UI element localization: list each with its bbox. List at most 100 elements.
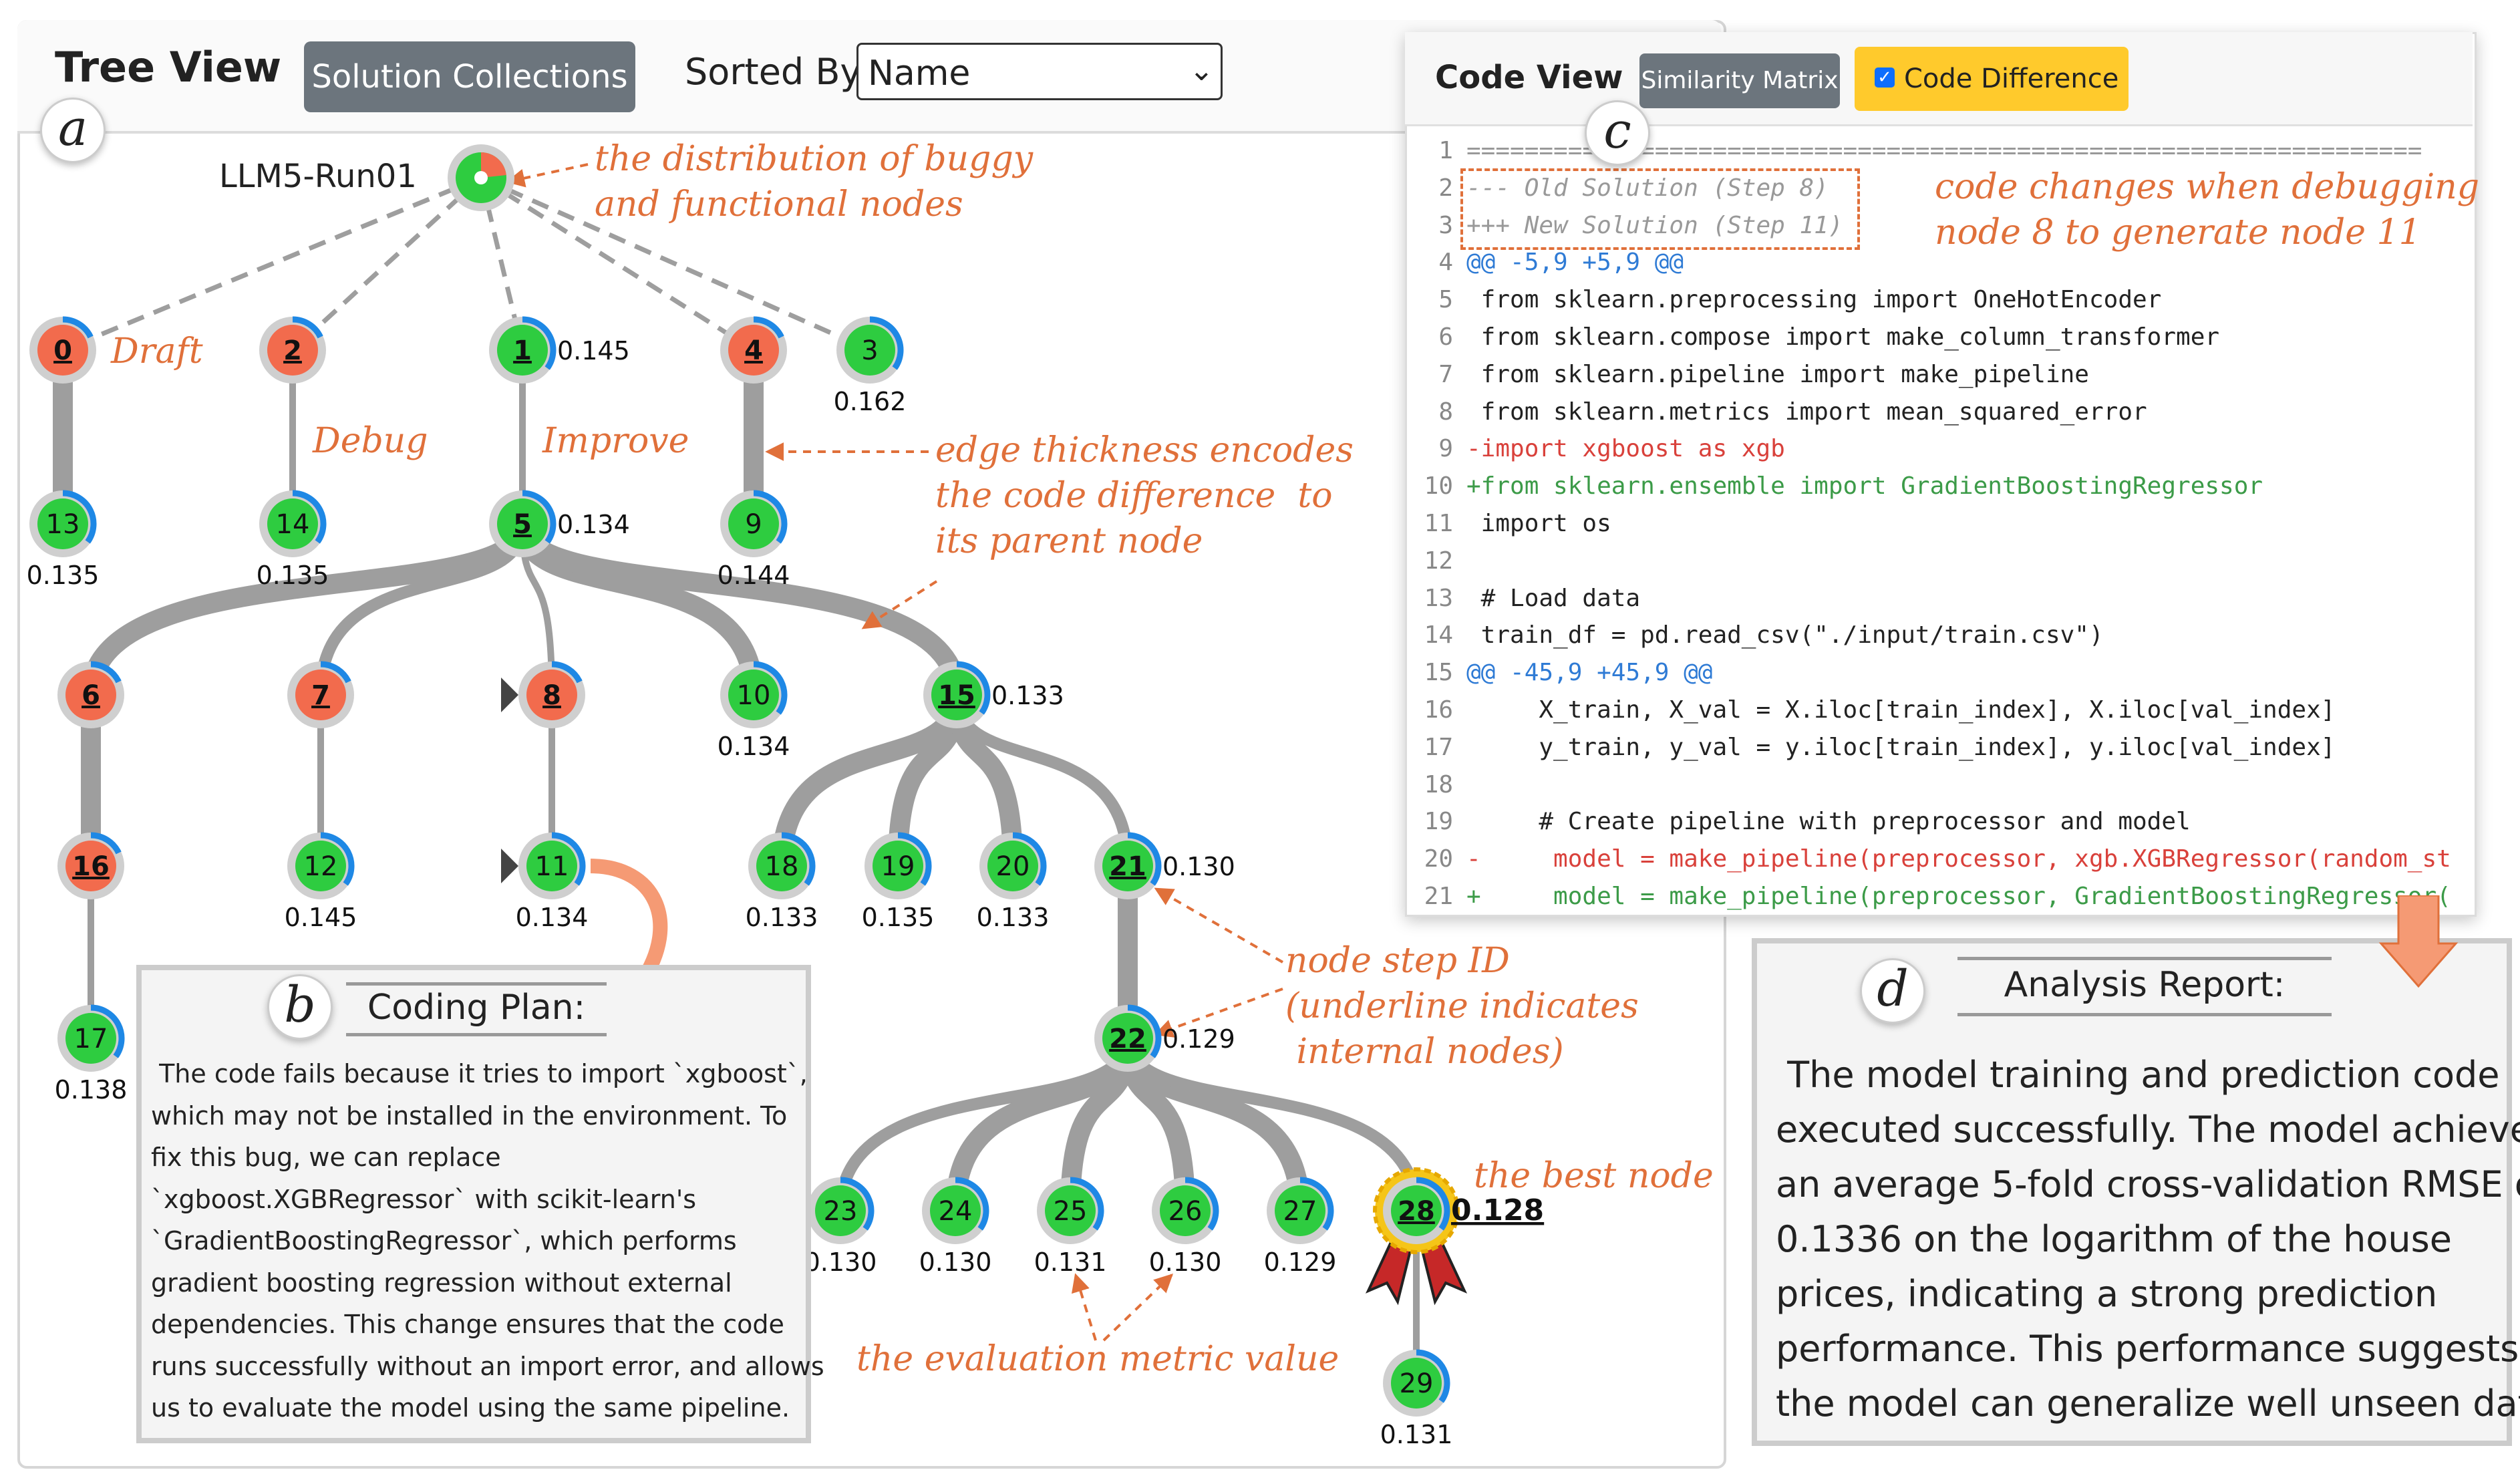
analysis-report-box bbox=[1752, 938, 2512, 1446]
coding-plan-bottom-rule bbox=[346, 1033, 607, 1036]
tree-node-8[interactable]: 8 bbox=[518, 661, 585, 728]
annotation-metric-value: the evaluation metric value bbox=[856, 1339, 1340, 1379]
code-line: 15@@ -45,9 +45,9 @@ bbox=[1420, 654, 1713, 692]
tree-node-28[interactable]: 28 bbox=[1365, 1167, 1468, 1306]
coding-plan-line: runs successfully without an import erro… bbox=[151, 1351, 824, 1381]
code-line: 16 X_train, X_val = X.iloc[train_index],… bbox=[1420, 692, 2336, 729]
tree-node-2[interactable]: 2 bbox=[259, 316, 326, 384]
coding-plan-title: Coding Plan: bbox=[367, 988, 586, 1028]
node-metric-value: 0.129 bbox=[1264, 1247, 1337, 1277]
node-step-id: 21 bbox=[1109, 851, 1146, 882]
code-text: @@ -45,9 +45,9 @@ bbox=[1466, 659, 1713, 687]
tree-node-6[interactable]: 6 bbox=[57, 661, 124, 728]
annotation-draft: Draft bbox=[111, 331, 203, 372]
tree-node-21[interactable]: 21 bbox=[1094, 832, 1162, 899]
analysis-report-line: executed successfully. The model achieve… bbox=[1776, 1109, 2520, 1151]
tree-node-24[interactable]: 24 bbox=[922, 1177, 989, 1244]
node-step-id: 15 bbox=[938, 680, 975, 711]
tree-node-16[interactable]: 16 bbox=[57, 832, 124, 899]
edge-15-18 bbox=[772, 694, 967, 867]
solution-collections-button[interactable]: Solution Collections bbox=[304, 41, 635, 112]
code-text: @@ -5,9 +5,9 @@ bbox=[1466, 249, 1684, 277]
code-line: 21+ model = make_pipeline(preprocessor, … bbox=[1420, 878, 2451, 915]
annotation-arrow bbox=[1102, 1274, 1174, 1342]
sort-select[interactable]: Name bbox=[856, 43, 1223, 100]
tree-node-15[interactable]: 15 bbox=[923, 661, 991, 728]
code-text: + model = make_pipeline(preprocessor, Gr… bbox=[1466, 883, 2451, 910]
edge-5-6 bbox=[81, 522, 532, 696]
node-step-id: 6 bbox=[82, 680, 100, 711]
code-text: +++ New Solution (Step 11) bbox=[1466, 211, 1843, 239]
tree-node-20[interactable]: 20 bbox=[979, 832, 1047, 899]
node-step-id: 28 bbox=[1398, 1196, 1435, 1227]
annotation-arrow bbox=[1154, 887, 1284, 964]
tree-node-9[interactable]: 9 bbox=[720, 490, 788, 557]
tree-node-27[interactable]: 27 bbox=[1267, 1177, 1334, 1244]
tree-node-23[interactable]: 23 bbox=[807, 1177, 875, 1244]
node-metric-value: 0.135 bbox=[27, 561, 100, 590]
annotation-arrow bbox=[1154, 988, 1283, 1038]
node-step-id: 20 bbox=[996, 851, 1030, 882]
tree-node-22[interactable]: 22 bbox=[1094, 1004, 1162, 1072]
tree-node-26[interactable]: 26 bbox=[1152, 1177, 1219, 1244]
code-line: 17 y_train, y_val = y.iloc[train_index],… bbox=[1420, 729, 2336, 766]
tree-node-10[interactable]: 10 bbox=[720, 661, 788, 728]
code-difference-label: Code Difference bbox=[1904, 63, 2119, 94]
analysis-report-line: the model can generalize well unseen dat… bbox=[1776, 1382, 2520, 1425]
tree-node-1[interactable]: 1 bbox=[489, 316, 557, 384]
code-line: 4@@ -5,9 +5,9 @@ bbox=[1420, 244, 1684, 281]
tree-node-7[interactable]: 7 bbox=[287, 661, 354, 728]
node-step-id: 27 bbox=[1283, 1196, 1317, 1227]
line-number: 9 bbox=[1438, 435, 1453, 463]
tree-node-13[interactable]: 13 bbox=[29, 490, 97, 557]
chevron-down-icon[interactable]: ⌄ bbox=[1189, 53, 1214, 88]
code-text: # Create pipeline with preprocessor and … bbox=[1466, 808, 2191, 836]
tree-node-17[interactable]: 17 bbox=[57, 1004, 125, 1072]
similarity-matrix-button[interactable]: Similarity Matrix bbox=[1639, 53, 1840, 108]
node-metric-value: 0.130 bbox=[1162, 852, 1235, 881]
coding-plan-line: `xgboost.XGBRegressor` with scikit-learn… bbox=[151, 1184, 697, 1214]
annotation-edge-thickness: edge thickness encodes the code differen… bbox=[935, 430, 1354, 561]
checkbox-checked-icon[interactable]: ✓ bbox=[1875, 67, 1895, 88]
tree-node-3[interactable]: 3 bbox=[836, 316, 904, 384]
tree-node-14[interactable]: 14 bbox=[259, 490, 327, 557]
coding-plan-line: `GradientBoostingRegressor`, which perfo… bbox=[151, 1226, 737, 1256]
tree-node-4[interactable]: 4 bbox=[720, 316, 787, 384]
edge-5-15 bbox=[512, 522, 967, 696]
code-text: from sklearn.metrics import mean_squared… bbox=[1466, 398, 2147, 426]
code-line: 13 # Load data bbox=[1420, 580, 1640, 617]
edge-root-2 bbox=[291, 176, 483, 352]
panel-letter-d: d bbox=[1860, 958, 1925, 1024]
node-step-id: 8 bbox=[542, 680, 561, 711]
tree-node-29[interactable]: 29 bbox=[1383, 1349, 1450, 1417]
tree-node-5[interactable]: 5 bbox=[489, 490, 557, 557]
analysis-report-line: The model training and prediction code bbox=[1776, 1054, 2500, 1096]
tree-node-25[interactable]: 25 bbox=[1037, 1177, 1104, 1244]
tree-node-19[interactable]: 19 bbox=[864, 832, 932, 899]
edge-15-21 bbox=[951, 694, 1134, 867]
node-metric-value: 0.128 bbox=[1451, 1193, 1544, 1227]
coding-plan-line: fix this bug, we can replace bbox=[151, 1143, 501, 1172]
edge-22-27 bbox=[1118, 1038, 1310, 1211]
tree-node-12[interactable]: 12 bbox=[287, 832, 355, 899]
tree-node-11[interactable]: 11 bbox=[518, 832, 586, 899]
edge-root-0 bbox=[61, 175, 482, 353]
root-node[interactable] bbox=[448, 144, 514, 211]
node-metric-value: 0.162 bbox=[834, 387, 907, 416]
code-line: 2--- Old Solution (Step 8) bbox=[1420, 170, 1829, 207]
node-metric-value: 0.130 bbox=[1149, 1247, 1222, 1277]
edge-root-4 bbox=[480, 176, 755, 352]
node-metric-value: 0.138 bbox=[55, 1075, 128, 1105]
analysis-report-line: performance. This performance suggests bbox=[1776, 1328, 2519, 1370]
code-difference-toggle[interactable]: ✓ Code Difference bbox=[1855, 47, 2129, 111]
node-metric-value: 0.133 bbox=[991, 681, 1064, 710]
line-number: 10 bbox=[1424, 472, 1453, 500]
code-text: train_df = pd.read_csv("./input/train.cs… bbox=[1466, 621, 2104, 649]
node-step-id: 9 bbox=[745, 509, 762, 540]
node-metric-value: 0.144 bbox=[718, 561, 790, 590]
node-metric-value: 0.135 bbox=[862, 903, 935, 932]
line-number: 7 bbox=[1438, 360, 1453, 388]
node-step-id: 16 bbox=[72, 851, 110, 882]
tree-node-18[interactable]: 18 bbox=[748, 832, 816, 899]
tree-node-0[interactable]: 0 bbox=[29, 316, 96, 384]
